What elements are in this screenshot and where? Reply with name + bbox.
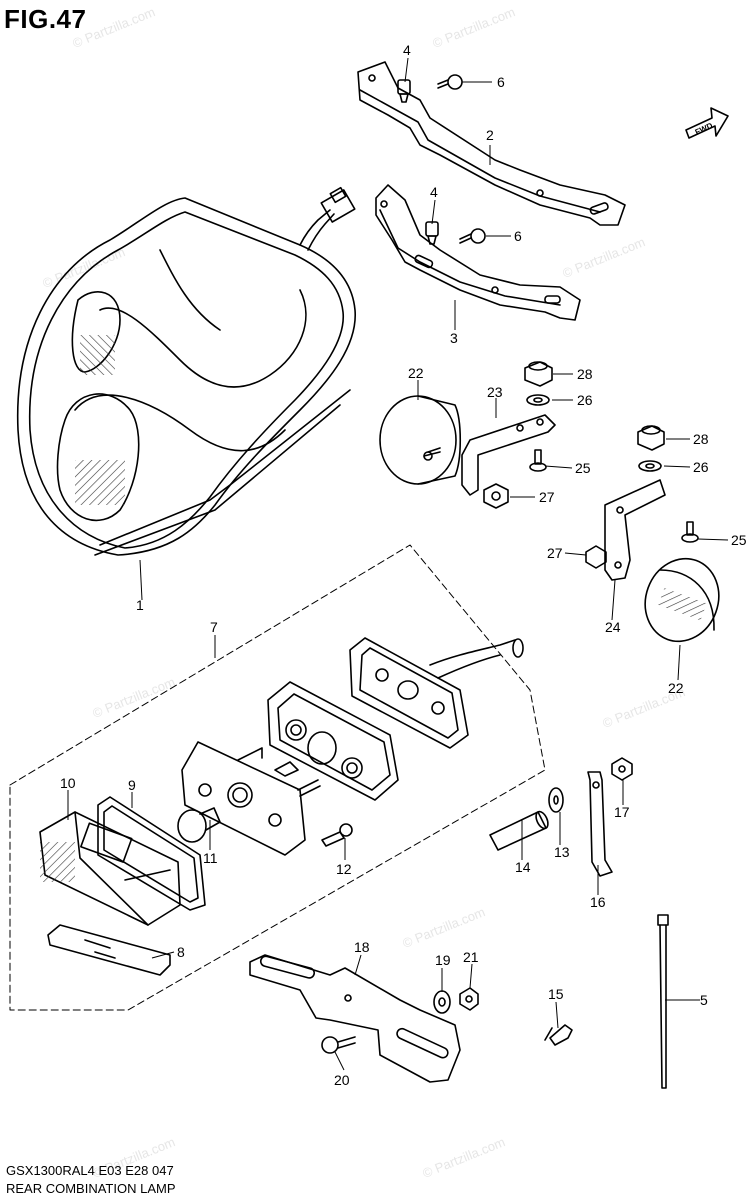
callout-17: 17	[614, 804, 630, 820]
washer-13	[548, 787, 564, 813]
callout-1: 1	[136, 597, 144, 613]
callout-28: 28	[577, 366, 593, 382]
screw-6-upper	[437, 74, 463, 90]
callout-27: 27	[539, 489, 555, 505]
nut-21	[459, 987, 479, 1011]
lens-cover-8	[47, 924, 171, 976]
callout-19: 19	[435, 952, 451, 968]
callout-8: 8	[177, 944, 185, 960]
bolt-20	[321, 1036, 356, 1054]
callout-4: 4	[430, 184, 438, 200]
callout-21: 21	[463, 949, 479, 965]
callout-14: 14	[515, 859, 531, 875]
reflector-22-right	[644, 557, 720, 643]
callout-22: 22	[668, 680, 684, 696]
nut-27-right	[585, 545, 607, 569]
nut-27-upper	[483, 483, 509, 509]
screw-4-upper	[397, 79, 411, 103]
fwd-arrow-icon	[685, 107, 729, 139]
figure-name: REAR COMBINATION LAMP	[6, 1181, 176, 1196]
callout-26: 26	[577, 392, 593, 408]
clamp-16	[587, 771, 613, 877]
rear-gasket	[349, 637, 524, 749]
socket-base	[181, 741, 321, 856]
washer-26-right	[638, 460, 662, 472]
screw-6-lower	[459, 228, 486, 244]
callout-28: 28	[693, 431, 709, 447]
license-bracket-18	[249, 954, 461, 1083]
callout-25: 25	[575, 460, 591, 476]
cable-tie-5	[657, 914, 669, 1089]
mounting-bracket-upper	[357, 61, 626, 226]
callout-22: 22	[408, 365, 424, 381]
callout-7: 7	[210, 619, 218, 635]
callout-12: 12	[336, 861, 352, 877]
gasket-9	[97, 796, 206, 911]
callout-6: 6	[514, 228, 522, 244]
bracket-23	[461, 414, 556, 496]
spacer-14	[489, 810, 549, 851]
license-lamp-assembly-outline	[9, 544, 546, 1011]
mounting-bracket-lower	[375, 184, 581, 321]
nut-28-right	[637, 425, 665, 451]
callout-labels: 1 2 3 4 4 5 6 6 7 8 9 10 11 12 13 14 15 …	[60, 42, 747, 1088]
callout-3: 3	[450, 330, 458, 346]
callout-4: 4	[403, 42, 411, 58]
lamp-housing-block	[267, 681, 399, 801]
washer-26-upper	[526, 394, 550, 406]
callout-5: 5	[700, 992, 708, 1008]
washer-19	[433, 990, 451, 1014]
clip-15	[544, 1024, 573, 1046]
bolt-25-upper	[529, 449, 547, 472]
leader-lines	[67, 57, 729, 1071]
callout-25: 25	[731, 532, 747, 548]
nut-28-upper	[524, 361, 553, 387]
nut-17	[611, 757, 633, 781]
screw-12	[321, 823, 353, 847]
callout-20: 20	[334, 1072, 350, 1088]
model-code: GSX1300RAL4 E03 E28 047	[6, 1163, 174, 1178]
fwd-label: FWD	[694, 121, 715, 137]
license-lamp-lens-10	[39, 811, 181, 926]
bolt-25-right	[681, 521, 699, 543]
callout-13: 13	[554, 844, 570, 860]
callout-16: 16	[590, 894, 606, 910]
tail-lamp-housing	[16, 186, 356, 556]
callout-6: 6	[497, 74, 505, 90]
callout-27: 27	[547, 545, 563, 561]
callout-9: 9	[128, 777, 136, 793]
bulb-11	[177, 807, 221, 843]
callout-2: 2	[486, 127, 494, 143]
callout-15: 15	[548, 986, 564, 1002]
reflector-22-left	[379, 395, 461, 485]
callout-23: 23	[487, 384, 503, 400]
callout-10: 10	[60, 775, 76, 791]
callout-11: 11	[203, 850, 218, 866]
callout-26: 26	[693, 459, 709, 475]
figure-title: FIG.47	[4, 4, 87, 34]
callout-18: 18	[354, 939, 370, 955]
bracket-24	[604, 479, 666, 581]
callout-24: 24	[605, 619, 621, 635]
